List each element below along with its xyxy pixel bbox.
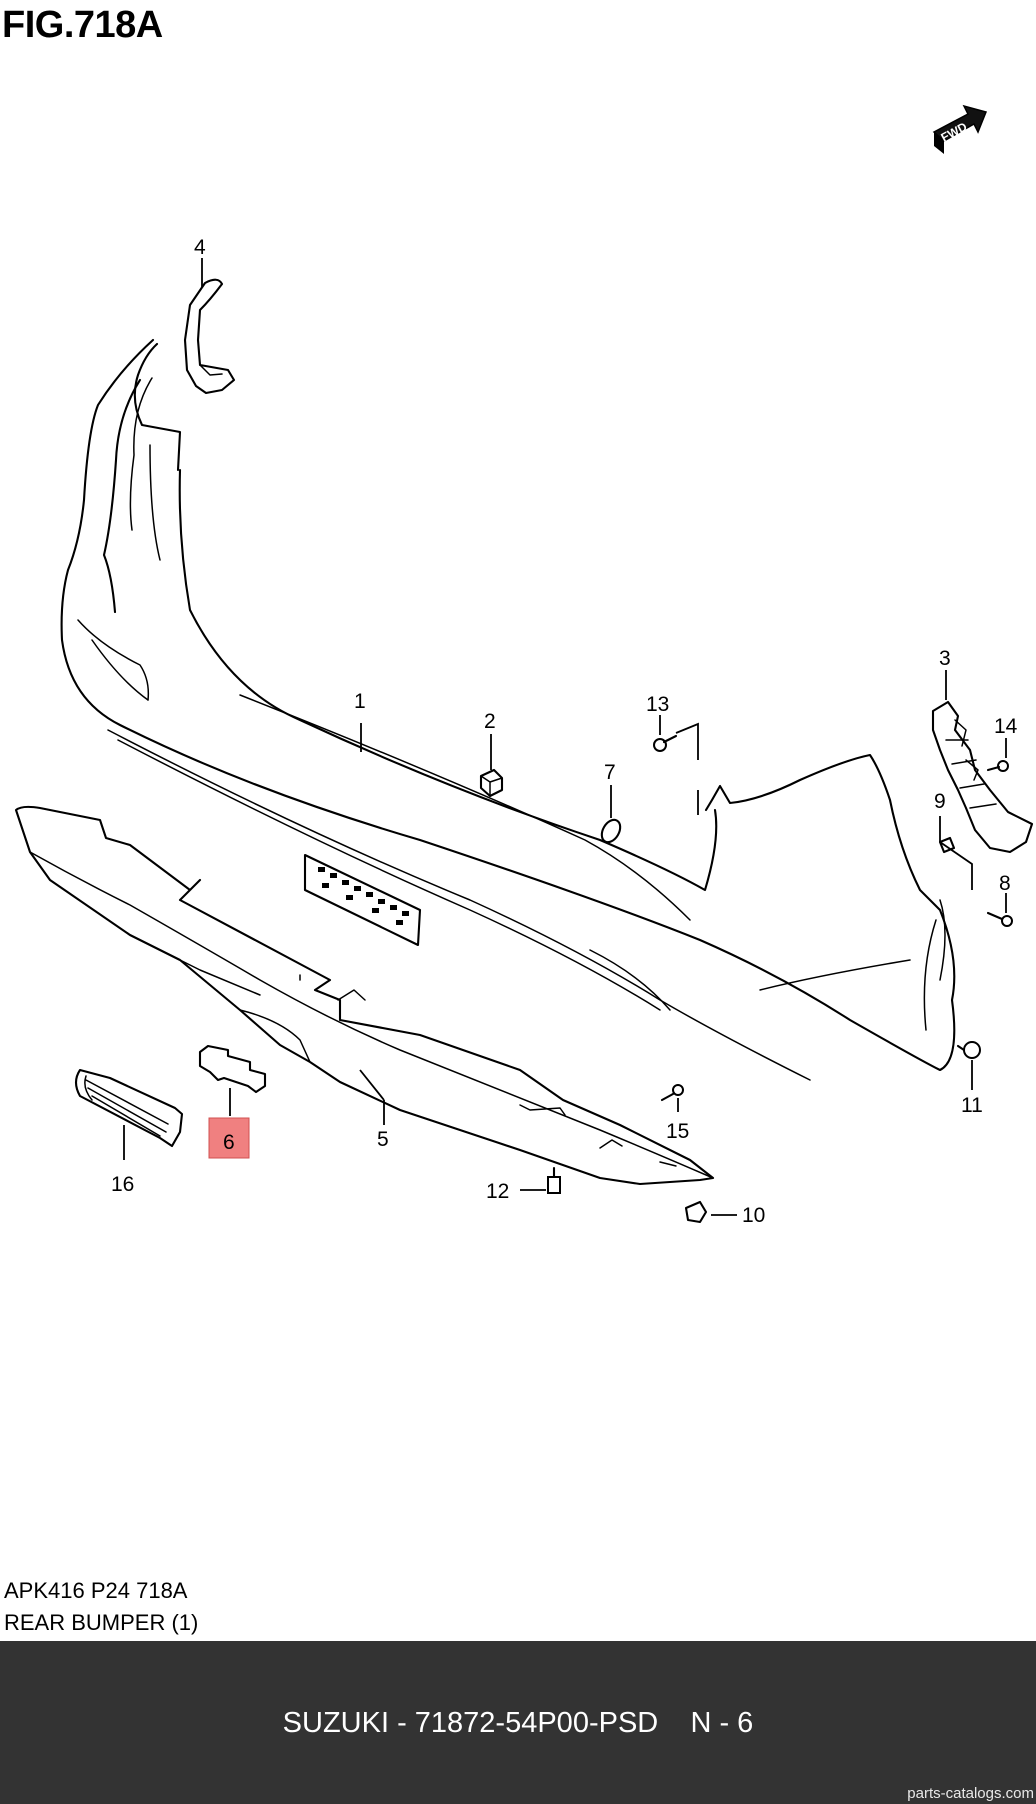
callout-3: 3 [939, 647, 951, 670]
part-16-reflector [74, 1068, 184, 1148]
part-9-clip [938, 836, 956, 854]
part-15-screw [660, 1084, 684, 1102]
part-14-screw [986, 760, 1009, 772]
leader-lines [123, 258, 1007, 1216]
callout-5: 5 [377, 1128, 389, 1151]
callout-6: 6 [223, 1131, 235, 1154]
part-13-screw [653, 734, 678, 752]
part-4-corner-bracket [183, 278, 236, 395]
callout-8: 8 [999, 872, 1011, 895]
part-7-plug [600, 818, 622, 844]
part-11-pushpin [956, 1041, 981, 1059]
callout-15: 15 [666, 1120, 689, 1143]
plate-bracket [303, 853, 422, 947]
watermark: parts-catalogs.com [907, 1785, 1034, 1802]
part-6-bracket [198, 1044, 267, 1094]
figure-name: REAR BUMPER (1) [4, 1610, 199, 1635]
fwd-arrow-icon: FWD [932, 104, 988, 154]
part-10-nut [684, 1200, 708, 1224]
callout-10: 10 [742, 1204, 765, 1227]
callout-12: 12 [486, 1180, 509, 1203]
footer-bar: SUZUKI - 71872-54P00-PSD N - 6 parts-cat… [0, 1641, 1036, 1804]
figure-title: FIG.718A [2, 4, 163, 46]
part-5-diffuser [14, 805, 715, 1186]
callout-11: 11 [961, 1094, 983, 1117]
part-2-clip [479, 768, 504, 798]
callout-6-highlight [208, 1117, 250, 1159]
callout-16: 16 [111, 1173, 134, 1196]
part-8-screw [986, 911, 1013, 927]
callout-14: 14 [994, 715, 1018, 738]
part-1-bumper-cover [60, 338, 956, 1081]
callout-2: 2 [484, 710, 496, 733]
footer-title: SUZUKI - 71872-54P00-PSD N - 6 [282, 1707, 754, 1739]
rear-bumper-exploded-diagram: FWD [14, 104, 1034, 1227]
figure-code: APK416 P24 718A [4, 1578, 188, 1603]
part-3-side-bracket [931, 700, 1034, 854]
callout-labels: 1 2 3 4 5 6 7 8 9 10 11 12 13 14 15 16 [111, 236, 1018, 1227]
callout-1: 1 [354, 690, 366, 713]
part-12-bolt [547, 1166, 561, 1194]
callout-4: 4 [194, 236, 206, 259]
callout-9: 9 [934, 790, 946, 813]
callout-7: 7 [604, 761, 616, 784]
callout-13: 13 [646, 693, 669, 716]
